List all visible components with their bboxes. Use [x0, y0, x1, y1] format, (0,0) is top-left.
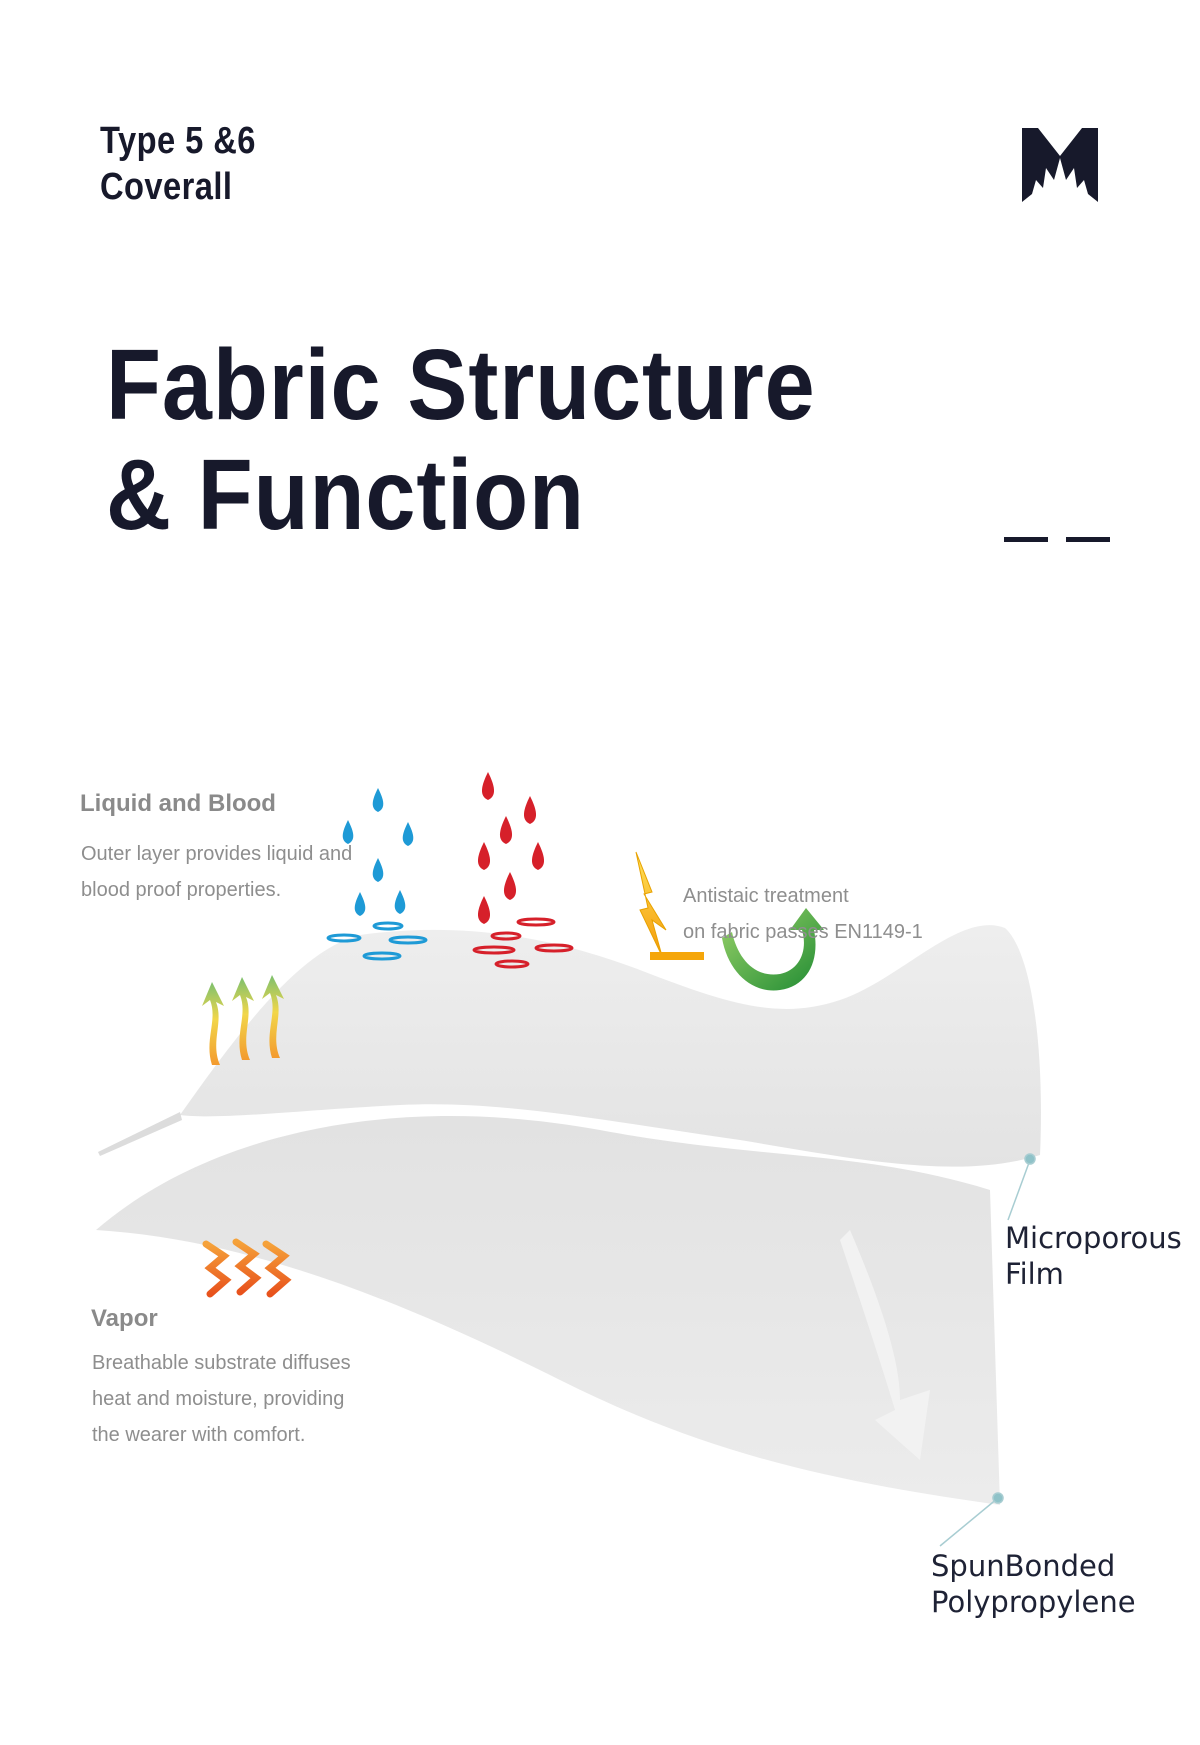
liquid-blood-heading: Liquid and Blood	[80, 790, 276, 817]
microporous-film-label: Microporous Film	[1005, 1221, 1182, 1291]
spunbond-label: SpunBonded Polypropylene	[931, 1549, 1136, 1619]
water-splash-icon	[326, 921, 428, 961]
film-edge	[98, 1112, 182, 1156]
fabric-layers-illustration	[96, 772, 1041, 1547]
faint-arrow-shape	[840, 1230, 930, 1460]
subtitle-line-2: Coverall	[100, 166, 233, 208]
curved-arrow-icon	[722, 908, 824, 991]
blood-splash-icon	[472, 917, 574, 969]
water-drop-icon	[342, 788, 414, 916]
vapor-arrows-icon	[202, 975, 284, 1065]
header-subtitle: Type 5 &6 Coverall	[100, 118, 256, 210]
lightning-icon	[635, 851, 704, 960]
brand-m-logo-icon	[1022, 128, 1098, 202]
fabric-diagram: Liquid and Blood Outer layer provides li…	[0, 760, 1200, 1660]
heat-waves-icon	[202, 1238, 292, 1298]
decorative-dash	[1066, 537, 1110, 542]
subtitle-line-1: Type 5 &6	[100, 120, 256, 162]
decorative-dash	[1004, 537, 1048, 542]
microporous-film-layer	[180, 925, 1041, 1167]
spunbond-layer	[96, 1116, 1000, 1505]
title-line-2: & Function	[106, 439, 585, 551]
blood-drop-icon	[477, 772, 545, 924]
antistatic-description: Antistaic treatment on fabric passes EN1…	[683, 885, 923, 943]
vapor-description: Breathable substrate diffuses heat and m…	[92, 1352, 351, 1446]
layer-pointers	[939, 1153, 1036, 1547]
vapor-heading: Vapor	[91, 1305, 158, 1332]
liquid-blood-description: Outer layer provides liquid and blood pr…	[81, 843, 353, 901]
page-title: Fabric Structure & Function	[106, 330, 816, 550]
title-line-1: Fabric Structure	[106, 329, 816, 441]
